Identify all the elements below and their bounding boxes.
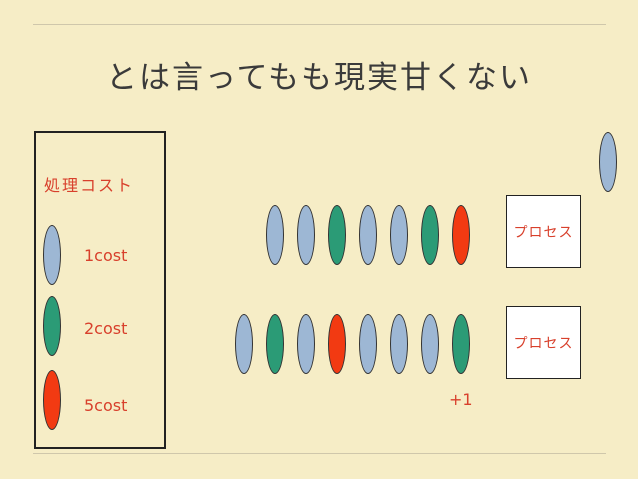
process-box-1: プロセス [506, 195, 581, 268]
legend-oval-5cost [43, 370, 61, 430]
legend-label-1cost: 1cost [84, 246, 128, 265]
queue-2-token-7 [421, 314, 439, 374]
queue-2-token-6 [390, 314, 408, 374]
queue-1-token-3 [328, 205, 346, 265]
legend-heading: 処理コスト [44, 176, 135, 195]
legend-label-2cost: 2cost [84, 319, 128, 338]
plus-one-annotation: +1 [449, 390, 473, 409]
queue-2-token-3 [297, 314, 315, 374]
legend-box [34, 131, 166, 449]
queue-1-token-4 [359, 205, 377, 265]
queue-1-token-2 [297, 205, 315, 265]
queue-2-token-1 [235, 314, 253, 374]
top-rule [33, 24, 606, 25]
queue-2-token-8 [452, 314, 470, 374]
legend-oval-1cost [43, 225, 61, 285]
bottom-rule [33, 453, 606, 454]
legend-label-5cost: 5cost [84, 396, 128, 415]
queue-1-token-7 [452, 205, 470, 265]
queue-2-token-4 [328, 314, 346, 374]
queue-1-token-6 [421, 205, 439, 265]
queue-1-token-1 [266, 205, 284, 265]
slide-title: とは言ってもも現実甘くない [106, 60, 532, 96]
queue-2-token-5 [359, 314, 377, 374]
queue-2-token-2 [266, 314, 284, 374]
process-box-2: プロセス [506, 306, 581, 379]
incoming-token-oval [599, 132, 617, 192]
queue-1-token-5 [390, 205, 408, 265]
legend-oval-2cost [43, 296, 61, 356]
